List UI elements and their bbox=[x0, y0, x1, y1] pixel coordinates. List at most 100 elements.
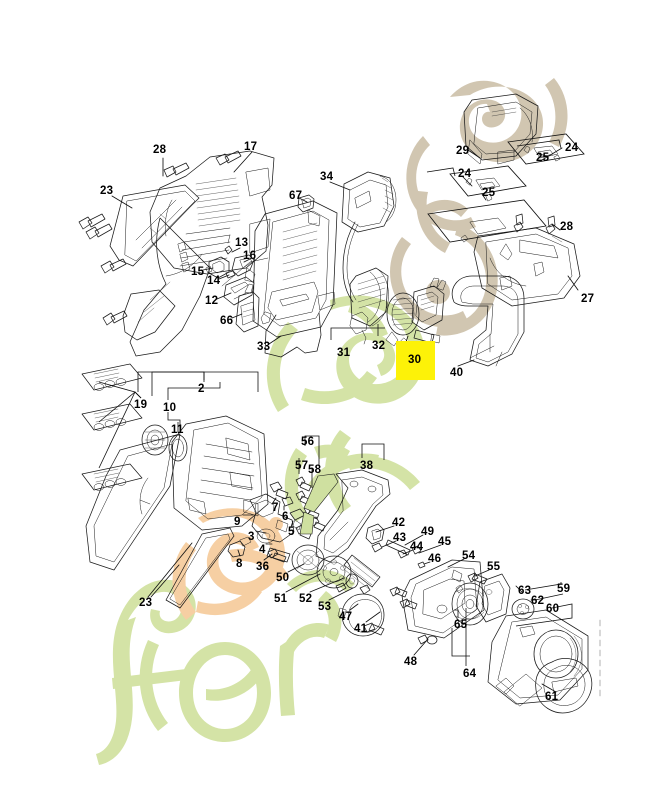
part-55 bbox=[467, 572, 479, 583]
part-2-crankcase bbox=[171, 415, 269, 531]
group-brake-linkage bbox=[343, 523, 438, 645]
part-17-ribs bbox=[179, 227, 231, 267]
part-29-cover bbox=[463, 93, 539, 165]
group-small-parts-left bbox=[205, 234, 322, 358]
callout-28b: 28 bbox=[560, 221, 574, 233]
callout-23b: 23 bbox=[139, 597, 153, 609]
group-chassis-upper-left bbox=[78, 150, 275, 357]
callout-62: 62 bbox=[531, 595, 545, 607]
callout-29: 29 bbox=[456, 145, 470, 157]
callout-52: 52 bbox=[299, 593, 313, 605]
part-46 bbox=[417, 561, 426, 569]
part-8 bbox=[227, 540, 246, 558]
part-14 bbox=[225, 270, 236, 279]
part-53 bbox=[359, 584, 371, 595]
callout-55: 55 bbox=[487, 561, 501, 573]
part-43 bbox=[371, 542, 383, 553]
part-64-65-pulley bbox=[451, 582, 489, 626]
callout-67: 67 bbox=[289, 190, 303, 202]
callout-8: 8 bbox=[236, 558, 243, 570]
part-49 bbox=[385, 539, 411, 556]
part-52 bbox=[345, 573, 359, 589]
callout-27: 27 bbox=[581, 293, 595, 305]
group-starter-housing bbox=[475, 573, 601, 714]
callout-24b: 24 bbox=[458, 168, 472, 180]
part-23-lower-bar bbox=[85, 433, 235, 609]
callout-6: 6 bbox=[282, 511, 289, 523]
callout-46: 46 bbox=[428, 553, 442, 565]
group-side-cover bbox=[401, 559, 489, 639]
part-7 bbox=[269, 481, 283, 493]
watermark-green-swirl-center bbox=[266, 295, 425, 522]
callout-25a: 25 bbox=[536, 152, 550, 164]
highlight-box-part-30[interactable] bbox=[396, 341, 435, 380]
part-33-wire bbox=[264, 312, 322, 358]
part-41-screws bbox=[335, 582, 385, 636]
callout-59: 59 bbox=[557, 583, 571, 595]
part-17-vents bbox=[195, 177, 241, 227]
callout-44: 44 bbox=[410, 541, 424, 553]
callout-15: 15 bbox=[191, 266, 205, 278]
part-brake-spring bbox=[343, 554, 381, 590]
group-upper-right bbox=[427, 93, 585, 367]
callout-34: 34 bbox=[320, 171, 334, 183]
callout-31: 31 bbox=[337, 347, 351, 359]
part-45 bbox=[411, 545, 422, 555]
callout-38: 38 bbox=[360, 460, 374, 472]
watermark-orange-swirl bbox=[172, 508, 289, 620]
part-44 bbox=[397, 549, 408, 559]
callout-3: 3 bbox=[248, 531, 255, 543]
callout-5: 5 bbox=[288, 526, 295, 538]
callout-24a: 24 bbox=[565, 142, 579, 154]
callout-54: 54 bbox=[462, 550, 476, 562]
callout-61: 61 bbox=[545, 691, 559, 703]
callout-41: 41 bbox=[354, 623, 368, 635]
part-38-handguard bbox=[299, 469, 391, 563]
part-27-cover bbox=[473, 213, 581, 307]
part-6 bbox=[281, 496, 294, 507]
callout-13: 13 bbox=[235, 237, 249, 249]
callout-12: 12 bbox=[205, 295, 219, 307]
part-42 bbox=[365, 523, 385, 545]
callout-4: 4 bbox=[259, 544, 266, 556]
part-34-module bbox=[341, 171, 397, 303]
part-59-60-starter-cover bbox=[487, 609, 589, 707]
part-61-grip bbox=[535, 658, 593, 714]
part-12 bbox=[223, 276, 255, 306]
callout-10: 10 bbox=[163, 402, 177, 414]
part-67 bbox=[297, 194, 315, 213]
callout-42: 42 bbox=[392, 517, 406, 529]
part-50-clutch bbox=[291, 544, 325, 576]
callout-64: 64 bbox=[463, 668, 477, 680]
part-66 bbox=[235, 283, 260, 333]
callout-33: 33 bbox=[257, 341, 271, 353]
part-23-upper-rail bbox=[78, 184, 200, 326]
callout-30: 30 bbox=[408, 354, 422, 366]
callout-63: 63 bbox=[518, 585, 532, 597]
callout-17: 17 bbox=[244, 141, 258, 153]
callout-7: 7 bbox=[272, 502, 279, 514]
part-31-shroud bbox=[252, 200, 338, 338]
callout-58: 58 bbox=[308, 464, 322, 476]
callout-23a: 23 bbox=[100, 185, 114, 197]
part-48-screws bbox=[389, 586, 438, 645]
callout-9: 9 bbox=[234, 516, 241, 528]
callout-57: 57 bbox=[295, 460, 309, 472]
part-40-handle bbox=[451, 275, 525, 367]
part-54-cover bbox=[401, 559, 488, 639]
callout-51: 51 bbox=[274, 593, 288, 605]
watermark-green-script bbox=[96, 569, 355, 765]
callout-47: 47 bbox=[339, 611, 353, 623]
group-oil-pump bbox=[227, 481, 385, 637]
part-62-knob bbox=[511, 598, 535, 620]
watermark-green-swirl-lower bbox=[139, 640, 265, 731]
callout-45: 45 bbox=[438, 536, 452, 548]
callout-16: 16 bbox=[243, 250, 257, 262]
part-24-plates bbox=[427, 133, 585, 243]
callout-28: 28 bbox=[153, 144, 167, 156]
part-34-cable bbox=[342, 221, 356, 303]
callout-40: 40 bbox=[450, 367, 464, 379]
callout-2: 2 bbox=[198, 383, 205, 395]
callout-60: 60 bbox=[546, 603, 560, 615]
callout-36: 36 bbox=[256, 561, 270, 573]
